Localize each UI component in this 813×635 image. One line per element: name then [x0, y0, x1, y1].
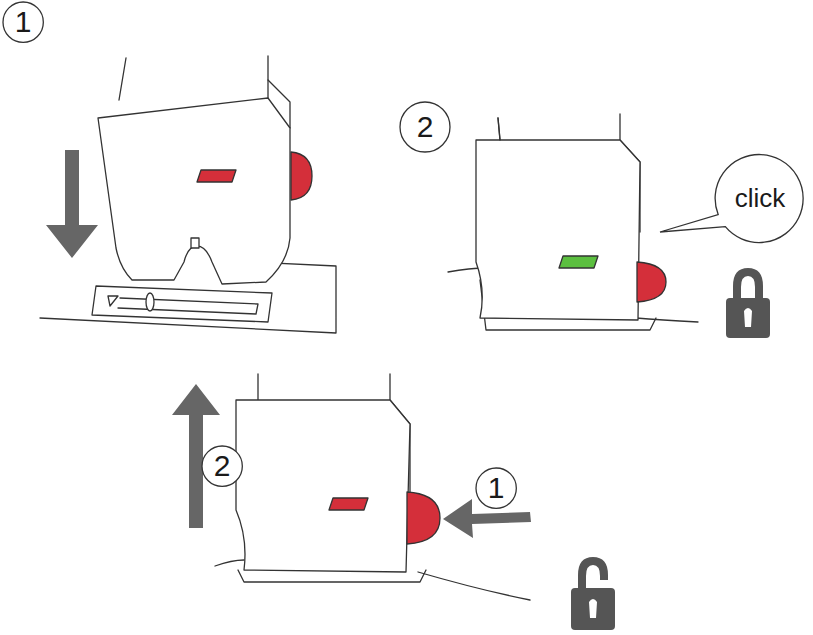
step-number: 2 — [417, 112, 434, 142]
step-number: 1 — [15, 7, 32, 37]
seat-base-body — [98, 56, 290, 284]
sound-label: click — [735, 185, 786, 211]
circle-path — [3, 2, 43, 42]
step-number-circle: 1 — [475, 467, 517, 509]
circle-path — [400, 102, 450, 152]
lock-open-icon — [571, 557, 615, 630]
bubble-path — [660, 155, 803, 243]
step-number-circle: 1 — [2, 1, 44, 43]
lock-closed-icon — [726, 268, 770, 338]
step-number: 1 — [488, 473, 505, 503]
step-number-circle: 2 — [399, 101, 451, 153]
speech-bubble: click — [715, 153, 805, 243]
step-number: 2 — [214, 451, 231, 481]
circle-path — [202, 446, 242, 486]
base-plate — [40, 262, 336, 333]
circle-path — [476, 468, 516, 508]
seat-base-release — [215, 374, 530, 600]
step-number-circle: 2 — [201, 445, 243, 487]
seat-base-locked — [448, 114, 698, 330]
